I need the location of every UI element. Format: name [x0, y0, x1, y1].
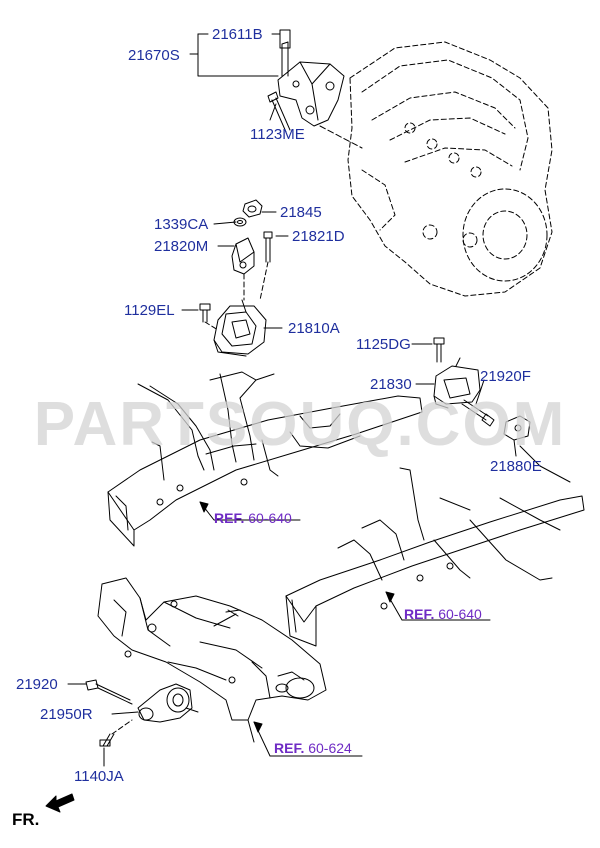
label-1140JA[interactable]: 1140JA [74, 768, 124, 785]
ref-keyword: REF. [214, 510, 245, 526]
engine-mount-bracket-21670S [267, 29, 345, 133]
front-direction-arrow-icon [45, 793, 75, 813]
bolt-1129EL [199, 303, 219, 331]
bolt-1125DG [433, 337, 445, 363]
bolt-21920F [461, 399, 495, 427]
label-21880E[interactable]: 21880E [490, 458, 542, 475]
label-21820M[interactable]: 21820M [154, 238, 209, 255]
ref-link-60-624[interactable]: REF. 60-624 [274, 740, 352, 756]
leader-ref-2 [385, 591, 491, 621]
label-1123ME[interactable]: 1123ME [250, 126, 305, 143]
label-1125DG[interactable]: 1125DG [356, 336, 411, 353]
arrowhead-ref-3 [253, 721, 263, 733]
arrowhead-ref-1 [199, 501, 209, 513]
front-direction-label: FR. [12, 810, 40, 829]
ref-keyword: REF. [404, 606, 435, 622]
ref-link-60-640-upper[interactable]: REF. 60-640 [214, 510, 292, 526]
label-21950R[interactable]: 21950R [40, 706, 93, 723]
front-subframe [97, 577, 327, 743]
label-21611B[interactable]: 21611B [212, 26, 263, 43]
ref-number: 60-640 [438, 606, 482, 622]
label-21830[interactable]: 21830 [370, 376, 412, 393]
label-21920F[interactable]: 21920F [480, 368, 531, 385]
ref-number: 60-624 [308, 740, 352, 756]
leader-ref-3 [253, 721, 363, 757]
transmission-mount-21830 [433, 357, 481, 409]
label-21845[interactable]: 21845 [280, 204, 322, 221]
front-side-member-right [285, 445, 585, 647]
bolt-1140JA [99, 719, 133, 747]
bolt-21821D [259, 231, 273, 301]
label-21810A[interactable]: 21810A [288, 320, 340, 337]
watermark: PARTSOUQ.COM [33, 390, 567, 459]
ref-link-60-640-lower[interactable]: REF. 60-640 [404, 606, 482, 622]
label-21920[interactable]: 21920 [16, 676, 58, 693]
engine-mount-21810A [213, 299, 267, 357]
leader-engine-to-bracket [319, 125, 363, 149]
label-leader-lines [67, 33, 517, 767]
bracket-21880E [503, 415, 531, 441]
bolt-21920 [85, 679, 133, 705]
nut-and-washer [233, 199, 263, 227]
label-1339CA[interactable]: 1339CA [154, 216, 209, 233]
engine-block-outline [347, 41, 553, 297]
label-21670S[interactable]: 21670S [128, 47, 180, 64]
roll-rod-21950R [137, 683, 199, 723]
label-1129EL[interactable]: 1129EL [124, 302, 175, 319]
ref-keyword: REF. [274, 740, 305, 756]
arrowhead-ref-2 [385, 591, 395, 603]
front-side-member-left [107, 371, 423, 547]
label-21821D[interactable]: 21821D [292, 228, 345, 245]
bracket-21820M [231, 237, 255, 301]
ref-number: 60-640 [248, 510, 292, 526]
